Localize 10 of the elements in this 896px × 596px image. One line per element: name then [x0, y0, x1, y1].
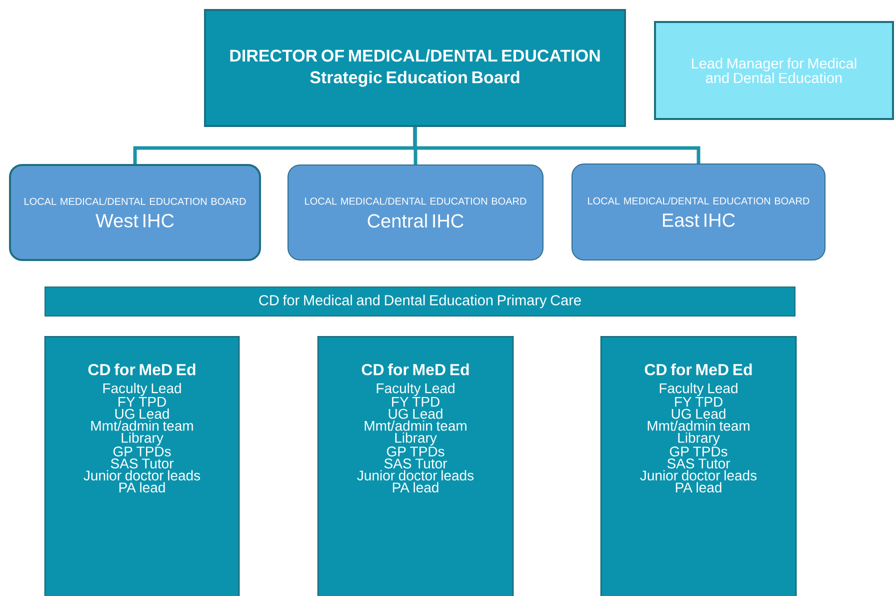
- banner-box: CD for Medical and Dental Education Primary Care: [44, 286, 796, 316]
- board-box: LOCAL MEDICAL/DENTAL EDUCATION BOARD West IHC: [9, 164, 261, 261]
- connector-line: [413, 126, 700, 164]
- role-box: CD for MeD Ed Faculty Lead FY TPD UG Lead Mmt/admin team Library GP TPDs SAS Tutor Junior doctor leads PA lead: [44, 336, 240, 596]
- role-box: CD for MeD Ed Faculty Lead FY TPD UG Lead Mmt/admin team Library GP TPDs SAS Tutor Junior doctor leads PA lead: [600, 336, 797, 596]
- role-box: CD for MeD Ed Faculty Lead FY TPD UG Lead Mmt/admin team Library GP TPDs SAS Tutor Junior doctor leads PA lead: [317, 336, 514, 596]
- board-box: LOCAL MEDICAL/DENTAL EDUCATION BOARD East IHC: [572, 164, 826, 260]
- board-box: LOCAL MEDICAL/DENTAL EDUCATION BOARD Central IHC: [288, 164, 544, 260]
- manager-box: Lead Manager for Medical and Dental Education: [654, 21, 894, 120]
- director-box: DIRECTOR OF MEDICAL/DENTAL EDUCATION Strategic Education Board: [204, 9, 626, 127]
